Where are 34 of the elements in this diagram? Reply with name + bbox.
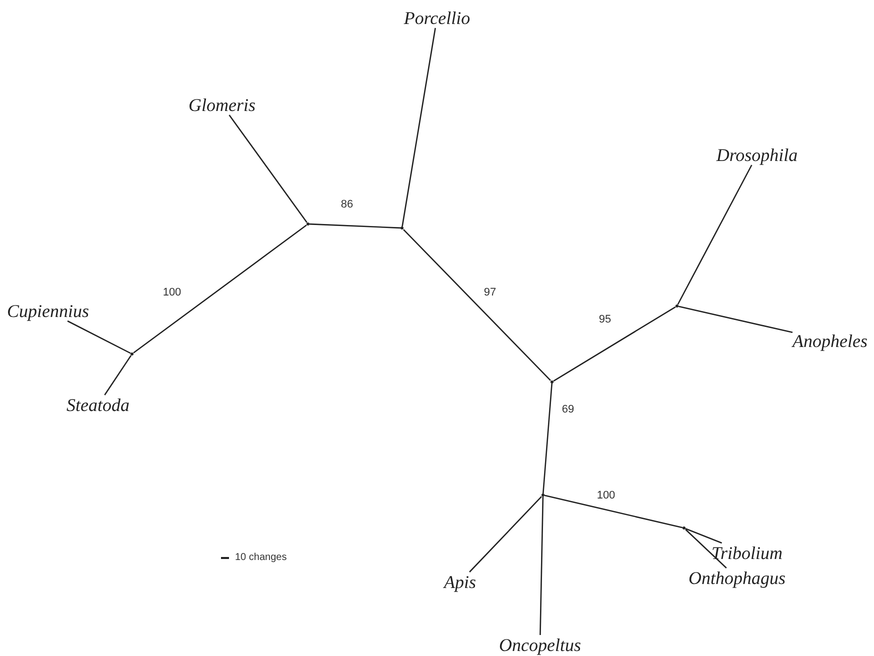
scale-label: 10 changes <box>235 551 287 564</box>
tree-branch <box>553 306 676 382</box>
tree-branch <box>403 229 551 381</box>
taxon-label: Tribolium <box>711 543 783 563</box>
branch-point <box>400 226 404 230</box>
branch-point <box>682 526 686 530</box>
taxon-label: Steatoda <box>66 395 130 415</box>
tree-branch <box>544 494 683 528</box>
tree-branch <box>678 306 793 334</box>
tree-branch <box>540 496 544 636</box>
taxon-label: Anopheles <box>792 331 868 351</box>
taxon-label: Apis <box>444 572 476 592</box>
tree-branch <box>469 496 542 572</box>
tree-branch <box>104 355 132 396</box>
branch-point <box>550 380 554 384</box>
taxon-label: Drosophila <box>716 145 798 165</box>
branch-point <box>542 494 544 496</box>
taxon-label: Onthophagus <box>688 568 786 588</box>
taxon-label: Porcellio <box>404 8 470 28</box>
tree-branch <box>685 528 722 544</box>
tree-branch <box>402 28 436 227</box>
tree-branch <box>677 164 752 305</box>
tree-branch <box>228 114 308 223</box>
taxon-label: Glomeris <box>188 95 256 115</box>
tree-branch <box>542 383 553 494</box>
branch-point <box>130 352 134 356</box>
tree-branch <box>67 320 131 354</box>
taxon-label: Cupiennius <box>7 301 89 321</box>
tree-branch <box>309 223 401 229</box>
branch-point <box>306 222 310 226</box>
taxon-label: Oncopeltus <box>499 635 581 655</box>
tree-branch <box>133 224 307 354</box>
branch-point <box>676 304 678 308</box>
tree-branch <box>685 529 727 568</box>
